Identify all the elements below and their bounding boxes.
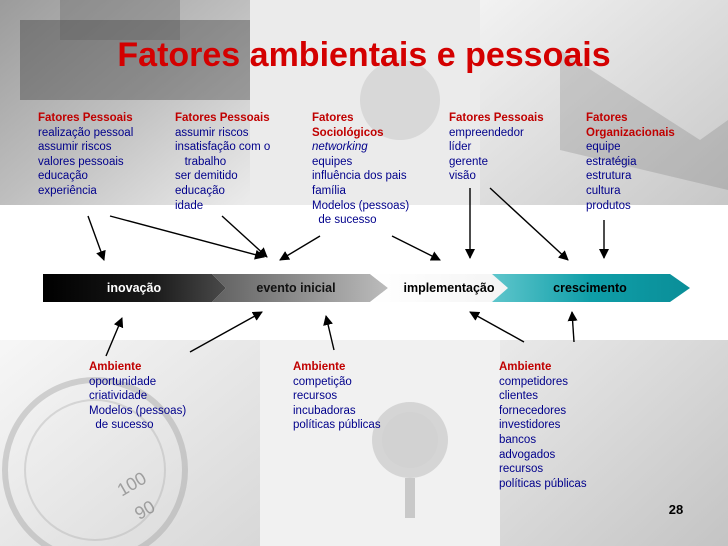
- ambiente-item: clientes: [499, 390, 538, 403]
- ambiente-item: de sucesso: [89, 419, 154, 432]
- factor-item: assumir riscos: [175, 126, 249, 139]
- ambiente-box-2: Ambiente competição recursos incubadoras…: [293, 360, 381, 433]
- ambiente-box-3: Ambiente competidores clientes fornecedo…: [499, 360, 587, 491]
- factor-item: equipe: [586, 141, 621, 154]
- factor-heading: Fatores Pessoais: [175, 112, 270, 124]
- ambiente-item: investidores: [499, 419, 561, 432]
- ambiente-heading: Ambiente: [499, 361, 552, 373]
- factor-box-pessoais-1: Fatores Pessoais realização pessoal assu…: [38, 111, 133, 199]
- process-stage-implementacao: implementação: [403, 281, 495, 295]
- factor-item: visão: [449, 170, 476, 183]
- ambiente-heading: Ambiente: [89, 361, 142, 373]
- factor-box-pessoais-3: Fatores Pessoais empreendedor líder gere…: [449, 111, 544, 184]
- factor-heading: Fatores Pessoais: [38, 112, 133, 124]
- factor-item: estrutura: [586, 170, 632, 183]
- factor-item: educação: [175, 184, 225, 197]
- factor-box-sociologicos: Fatores Sociológicos networking equipes …: [312, 111, 409, 228]
- factor-item: líder: [449, 141, 472, 154]
- process-stage-implementacao-shape: [370, 274, 508, 302]
- factor-item: educação: [38, 170, 88, 183]
- ambiente-item: Modelos (pessoas): [89, 404, 187, 417]
- factor-item: estratégia: [586, 155, 637, 168]
- factor-item: networking: [312, 141, 368, 154]
- ambiente-heading: Ambiente: [293, 361, 346, 373]
- ambiente-item: incubadoras: [293, 404, 356, 417]
- factor-item: influência dos pais: [312, 170, 407, 183]
- ambiente-item: oportunidade: [89, 375, 157, 388]
- ambiente-box-1: Ambiente oportunidade criatividade Model…: [89, 360, 186, 433]
- slide-title: Fatores ambientais e pessoais: [117, 36, 611, 74]
- ambiente-item: competidores: [499, 375, 569, 388]
- ambiente-item: recursos: [499, 463, 544, 476]
- process-stage-crescimento-shape: [492, 274, 690, 302]
- factor-item: empreendedor: [449, 126, 524, 139]
- ambiente-item: recursos: [293, 390, 338, 403]
- factor-heading: Fatores Pessoais: [449, 112, 544, 124]
- ambiente-item: políticas públicas: [499, 477, 587, 490]
- factor-item: cultura: [586, 184, 621, 197]
- process-stage-inovacao: inovação: [106, 281, 162, 295]
- factor-item: assumir riscos: [38, 141, 112, 154]
- factor-item: de sucesso: [312, 214, 377, 227]
- ambiente-item: advogados: [499, 448, 556, 461]
- factor-box-organizacionais: Fatores Organizacionais equipe estratégi…: [586, 111, 675, 213]
- factor-item: Modelos (pessoas): [312, 199, 410, 212]
- process-stage-evento-inicial: evento inicial: [256, 281, 336, 295]
- factor-item: idade: [175, 199, 204, 212]
- factor-box-pessoais-2: Fatores Pessoais assumir riscos insatisf…: [175, 111, 270, 213]
- process-stage-inovacao-shape: [43, 274, 226, 302]
- ambiente-item: fornecedores: [499, 404, 567, 417]
- factor-item: realização pessoal: [38, 126, 134, 139]
- factor-item: equipes: [312, 155, 353, 168]
- process-stage-crescimento: crescimento: [553, 281, 627, 295]
- ambiente-item: políticas públicas: [293, 419, 381, 432]
- factor-heading: Organizacionais: [586, 126, 675, 139]
- factor-item: gerente: [449, 155, 489, 168]
- process-stage-evento-shape: [212, 274, 388, 302]
- factor-heading: Fatores: [586, 112, 628, 124]
- factor-item: ser demitido: [175, 170, 238, 183]
- factor-heading: Fatores: [312, 112, 354, 124]
- factor-item: insatisfação com o: [175, 141, 271, 154]
- factor-item: família: [312, 184, 346, 197]
- factor-item: valores pessoais: [38, 155, 124, 168]
- ambiente-item: criatividade: [89, 390, 148, 403]
- page-number: 28: [668, 502, 684, 517]
- ambiente-item: bancos: [499, 433, 537, 446]
- factor-item: produtos: [586, 199, 631, 212]
- factor-heading: Sociológicos: [312, 126, 384, 139]
- factor-item: experiência: [38, 184, 97, 197]
- ambiente-item: competição: [293, 375, 352, 388]
- factor-item: trabalho: [175, 155, 227, 168]
